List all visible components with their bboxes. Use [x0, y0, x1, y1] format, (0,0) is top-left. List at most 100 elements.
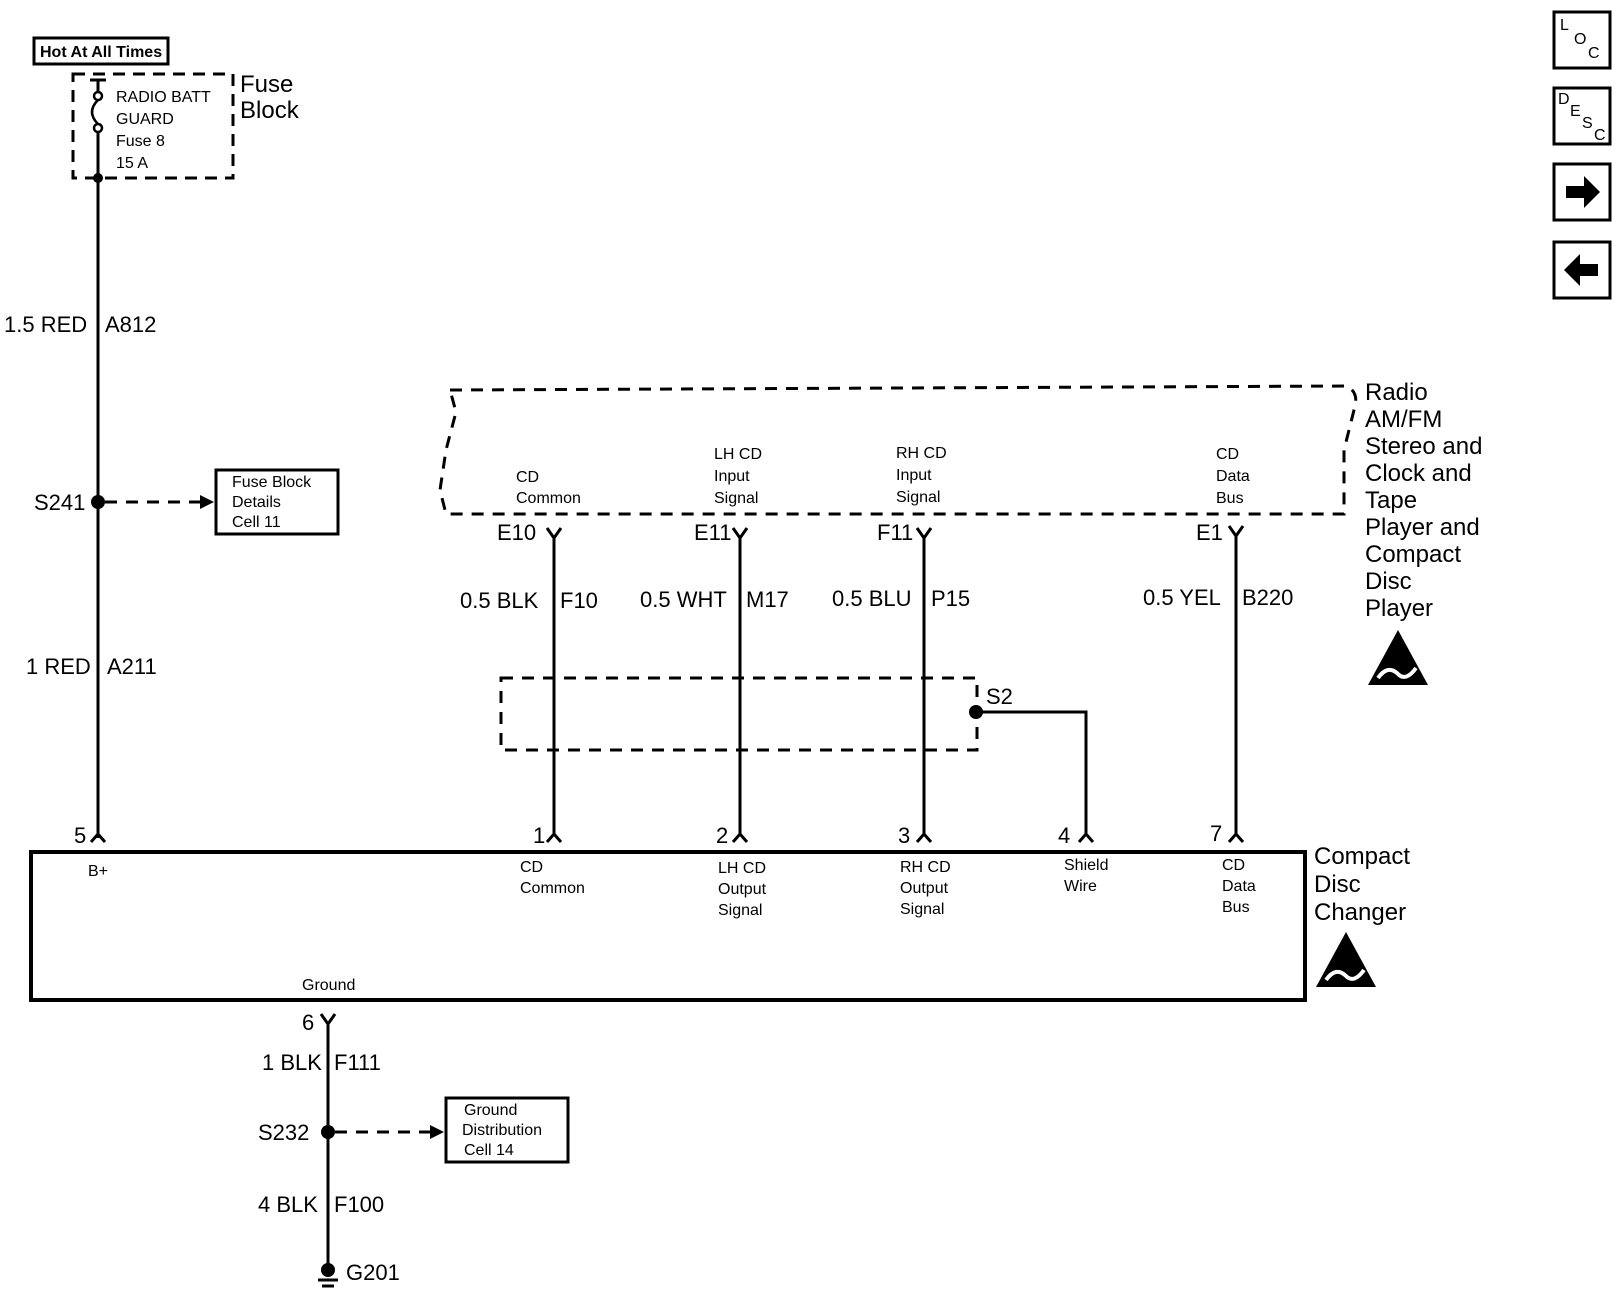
wire-f100-circuit: F100 [334, 1192, 384, 1217]
wire-b220-gauge: 0.5 YEL [1143, 585, 1221, 610]
changer-pin-5-number: 5 [74, 823, 86, 848]
radio-connector-e10: E10 [497, 520, 536, 545]
splice-s232-label: S232 [258, 1120, 309, 1145]
ground-distribution-ref-line1: Ground [464, 1102, 517, 1119]
fuse-block-details-ref-box[interactable] [214, 468, 340, 536]
radio-title-line4: Clock and [1365, 460, 1472, 487]
radio-pin-e10-label-line2: Common [516, 490, 581, 507]
fuse-label-line1: RADIO BATT [116, 89, 211, 106]
changer-pin-4-label-line2: Wire [1064, 878, 1097, 895]
radio-title-line7: Compact [1365, 541, 1461, 568]
loc-button-letter-o: O [1574, 31, 1586, 48]
loc-button-letter-c: C [1588, 45, 1600, 62]
radio-connector-e11: E11 [694, 520, 732, 545]
s232-reference-arrow-icon [430, 1125, 444, 1139]
radio-pin-e10-label-line1: CD [516, 469, 539, 486]
changer-pin-2-label-line3: Signal [718, 902, 762, 919]
desc-button-letter-c: C [1594, 127, 1606, 144]
radio-title-line5: Tape [1365, 487, 1417, 514]
wire-shield [978, 710, 1095, 843]
changer-pin-3-label-line2: Output [900, 880, 949, 897]
splice-s241-label: S241 [34, 490, 85, 515]
cd-changer-title-line3: Changer [1314, 899, 1406, 926]
radio-title-line1: Radio [1365, 379, 1428, 406]
fuse-output-node [93, 173, 103, 183]
loc-button[interactable]: L O C [1552, 10, 1612, 70]
wire-f10 [545, 527, 563, 843]
desc-button-letter-s: S [1582, 115, 1593, 132]
arrow-left-icon [1564, 254, 1598, 286]
fuse-block-details-ref-line1: Fuse Block [232, 474, 312, 491]
splice-s2-label: S2 [986, 684, 1013, 709]
wire-f111-gauge: 1 BLK [262, 1050, 322, 1075]
radio-connector-f11: F11 [877, 520, 913, 545]
changer-pin-1-label-line1: CD [520, 859, 543, 876]
radio-title-line3: Stereo and [1365, 433, 1482, 460]
hot-at-all-times-box [32, 36, 170, 66]
fuse-block-boundary [71, 72, 235, 180]
splice-s241 [91, 495, 105, 509]
radio-pin-e11-label-line3: Signal [714, 490, 758, 507]
radio-pin-f11-label-line1: RH CD [896, 445, 947, 462]
radio-connector-e1: E1 [1196, 520, 1223, 545]
ground-icon [318, 1263, 338, 1288]
next-page-button[interactable] [1552, 162, 1612, 222]
splice-s2 [969, 705, 983, 719]
desc-button[interactable]: D E S C [1552, 86, 1612, 146]
wire-p15-circuit: P15 [931, 586, 970, 611]
previous-page-button[interactable] [1552, 240, 1612, 300]
radio-title-line6: Player and [1365, 514, 1480, 541]
changer-pin-3-label-line3: Signal [900, 901, 944, 918]
wire-a812-gauge: 1.5 RED [4, 312, 87, 337]
radio-pin-e1-label-line2: Data [1216, 468, 1250, 485]
radio-pin-f11-label-line3: Signal [896, 489, 940, 506]
fuse-block-title-line2: Block [240, 97, 300, 124]
fuse-label-line3: Fuse 8 [116, 133, 165, 150]
fuse-icon [90, 78, 106, 134]
wire-f111-circuit: F111 [334, 1050, 381, 1075]
changer-ground-label: Ground [302, 977, 355, 994]
radio-esd-warning-icon [1366, 628, 1430, 687]
changer-pin-7-label-line3: Bus [1222, 899, 1250, 916]
fuse-label-line4: 15 A [116, 155, 148, 172]
changer-pin-7-number: 7 [1210, 821, 1222, 846]
radio-pin-e11-label-line1: LH CD [714, 446, 762, 463]
changer-pin-5-label: B+ [88, 863, 108, 880]
cd-changer-title-line2: Disc [1314, 871, 1361, 898]
ground-distribution-ref-box[interactable] [444, 1096, 570, 1164]
splice-s232 [321, 1125, 335, 1139]
wire-ground [319, 1013, 337, 1268]
changer-pin-1-number: 1 [533, 823, 545, 848]
cd-changer-box [29, 850, 1307, 1002]
ground-g201-label: G201 [346, 1260, 400, 1285]
hot-at-all-times-label: Hot At All Times [40, 44, 162, 61]
loc-button-letter-l: L [1560, 17, 1569, 34]
wire-b220 [1227, 525, 1245, 843]
ground-distribution-ref-line3: Cell 14 [464, 1142, 514, 1159]
fuse-label-line2: GUARD [116, 111, 174, 128]
changer-pin-1-label-line2: Common [520, 880, 585, 897]
changer-pin-2-number: 2 [716, 823, 728, 848]
fuse-block-details-ref-line2: Details [232, 494, 281, 511]
wire-f100-gauge: 4 BLK [258, 1192, 318, 1217]
radio-pin-f11-label-line2: Input [896, 467, 932, 484]
fuse-block-details-ref-line3: Cell 11 [232, 514, 281, 531]
changer-pin-4-label-line1: Shield [1064, 857, 1108, 874]
wire-p15 [915, 527, 933, 843]
radio-pin-e11-label-line2: Input [714, 468, 750, 485]
changer-pin-6-number: 6 [302, 1010, 314, 1035]
wire-a211-circuit: A211 [107, 654, 157, 679]
changer-pin-7-label-line1: CD [1222, 857, 1245, 874]
wire-a812-circuit: A812 [105, 312, 156, 337]
wire-b220-circuit: B220 [1242, 585, 1293, 610]
wire-f10-gauge: 0.5 BLK [460, 588, 539, 613]
radio-pin-e1-label-line3: Bus [1216, 490, 1244, 507]
changer-pin-2-label-line2: Output [718, 881, 767, 898]
fuse-block-title-line1: Fuse [240, 71, 293, 98]
radio-title-line2: AM/FM [1365, 406, 1442, 433]
wire-m17-gauge: 0.5 WHT [640, 587, 727, 612]
wire-p15-gauge: 0.5 BLU [832, 586, 912, 611]
radio-title-line8: Disc [1365, 568, 1412, 595]
wire-f10-circuit: F10 [560, 588, 598, 613]
ground-distribution-ref-line2: Distribution [462, 1122, 542, 1139]
